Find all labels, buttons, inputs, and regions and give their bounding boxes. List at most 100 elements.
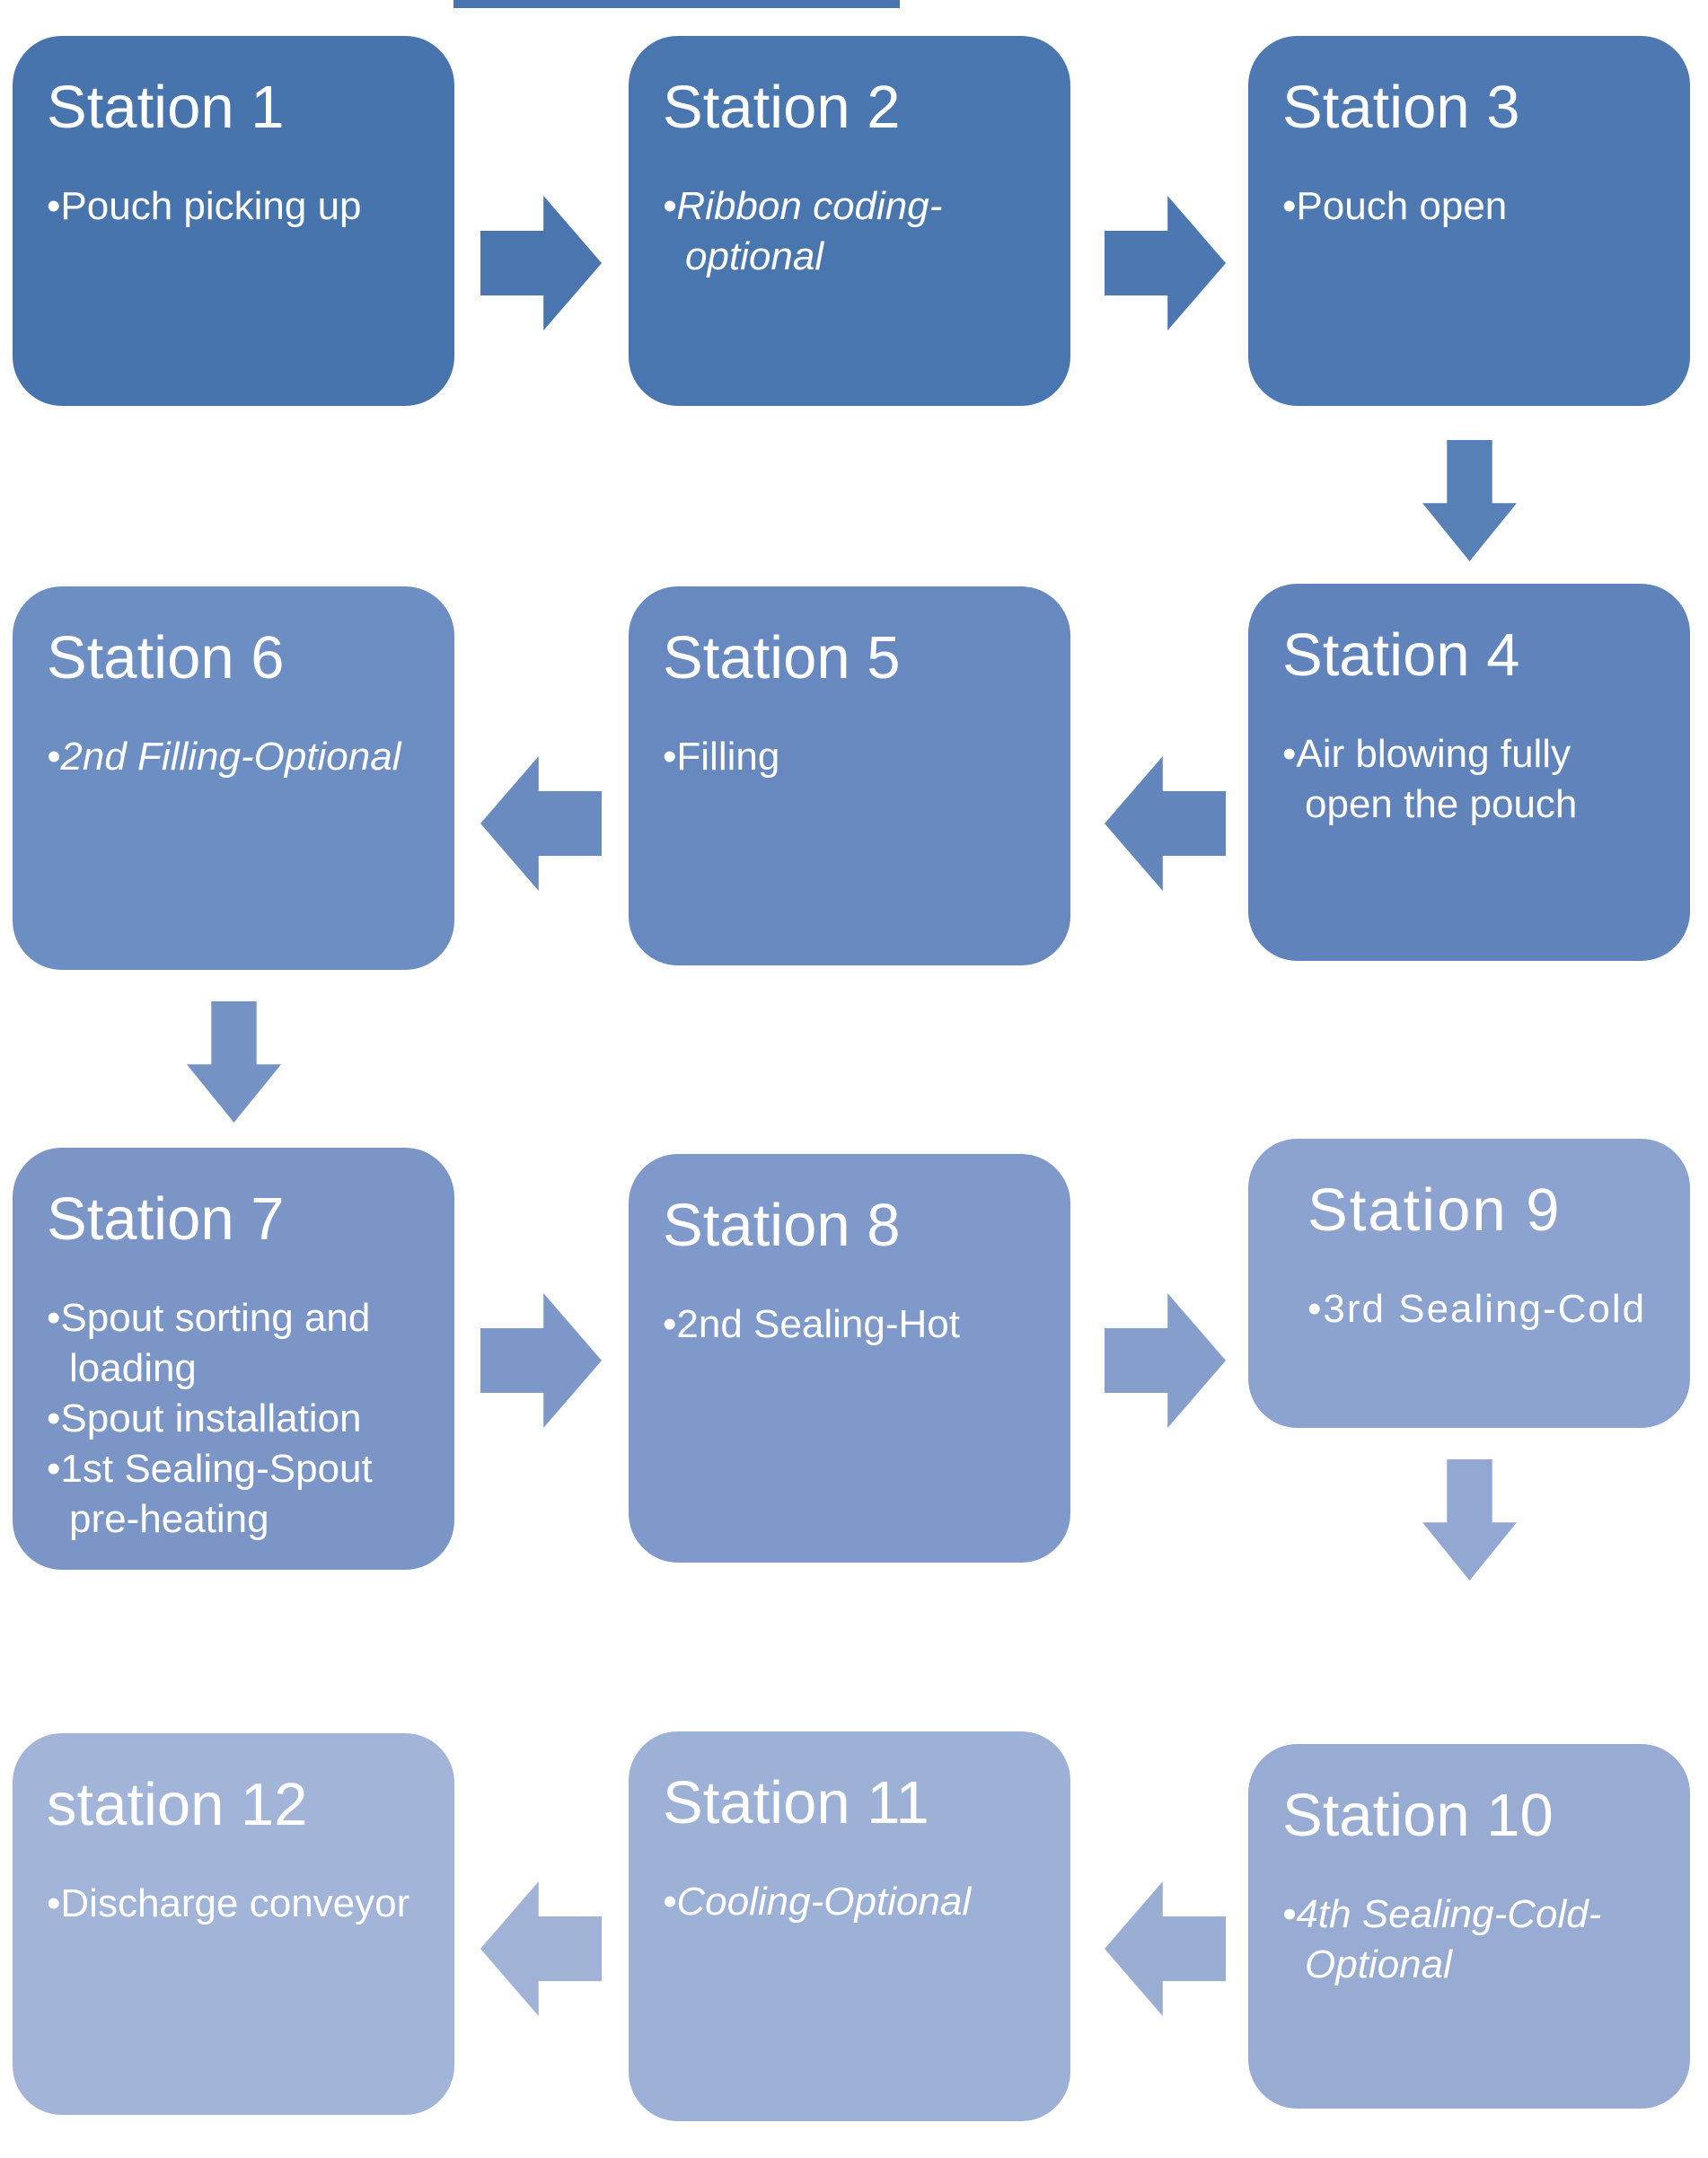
bullet-dot: •	[663, 184, 677, 229]
station-10-box: Station 10 •4th Sealing-Cold-Optional	[1248, 1744, 1690, 2109]
bullet-dot: •	[47, 735, 61, 780]
flow-arrow-11-to-12	[480, 1881, 602, 2016]
bullet-item: •Pouch open	[1282, 181, 1658, 232]
station-9-bullets: •3rd Sealing-Cold	[1307, 1284, 1658, 1334]
station-11-box: Station 11 •Cooling-Optional	[629, 1731, 1070, 2121]
bullet-dot: •	[47, 1396, 61, 1441]
flow-arrow-5-to-6	[480, 756, 602, 891]
station-8-title: Station 8	[663, 1192, 901, 1259]
flow-arrow-8-to-9	[1105, 1293, 1226, 1428]
station-2-bullets: •Ribbon coding-optional	[663, 181, 1038, 282]
bullet-text: Cooling-Optional	[676, 1880, 972, 1925]
bullet-dot: •	[47, 184, 61, 229]
flow-arrow-7-to-8	[480, 1293, 602, 1428]
bullet-text: 2nd Filling-Optional	[60, 735, 401, 780]
bullet-item: •Filling	[663, 732, 1038, 782]
flow-arrow-2-to-3	[1105, 196, 1226, 330]
bullet-dot: •	[1282, 184, 1297, 229]
station-4-title: Station 4	[1282, 621, 1520, 689]
station-4-bullets: •Air blowing fully open the pouch	[1282, 729, 1658, 830]
station-7-bullets: •Spout sorting and loading •Spout instal…	[47, 1293, 422, 1544]
bullet-item: •4th Sealing-Cold-Optional	[1282, 1889, 1658, 1990]
left-arrow-icon	[480, 756, 602, 891]
station-1-title: Station 1	[47, 74, 285, 141]
station-2-box: Station 2 •Ribbon coding-optional	[629, 36, 1070, 406]
bullet-dot: •	[663, 1302, 677, 1347]
bullet-dot: •	[47, 1881, 61, 1926]
flow-arrow-3-to-4	[1422, 440, 1517, 561]
right-arrow-icon	[480, 1293, 602, 1428]
bullet-text: 1st Sealing-Spout pre-heating	[60, 1446, 373, 1541]
bullet-dot: •	[47, 1296, 61, 1341]
station-12-bullets: •Discharge conveyor	[47, 1879, 422, 1929]
left-arrow-icon	[1105, 756, 1226, 891]
bullet-item: •Spout sorting and loading	[47, 1293, 422, 1394]
flow-arrow-1-to-2	[480, 196, 602, 330]
station-3-bullets: •Pouch open	[1282, 181, 1658, 232]
station-11-title: Station 11	[663, 1769, 929, 1837]
bullet-text: Ribbon coding-optional	[676, 184, 943, 279]
bullet-text: Filling	[676, 735, 780, 780]
bullet-dot: •	[1282, 732, 1297, 777]
station-5-bullets: •Filling	[663, 732, 1038, 782]
station-7-box: Station 7 •Spout sorting and loading •Sp…	[13, 1148, 454, 1570]
station-9-title: Station 9	[1307, 1176, 1562, 1244]
left-arrow-icon	[1105, 1881, 1226, 2016]
bullet-item: •Air blowing fully open the pouch	[1282, 729, 1658, 830]
right-arrow-icon	[1105, 1293, 1226, 1428]
bullet-item: •Cooling-Optional	[663, 1877, 1038, 1927]
flow-arrow-10-to-11	[1105, 1881, 1226, 2016]
station-7-title: Station 7	[47, 1185, 285, 1253]
bullet-dot: •	[47, 1446, 61, 1491]
bullet-item: •2nd Sealing-Hot	[663, 1299, 1038, 1350]
cropped-shape-top-edge	[453, 0, 900, 8]
bullet-text: Spout sorting and loading	[60, 1296, 371, 1391]
bullet-item: •Discharge conveyor	[47, 1879, 422, 1929]
station-8-bullets: •2nd Sealing-Hot	[663, 1299, 1038, 1350]
station-6-box: Station 6 •2nd Filling-Optional	[13, 586, 454, 970]
station-4-box: Station 4 •Air blowing fully open the po…	[1248, 584, 1690, 961]
station-3-title: Station 3	[1282, 74, 1520, 141]
bullet-text: 2nd Sealing-Hot	[676, 1302, 960, 1347]
bullet-text: Pouch open	[1296, 184, 1508, 229]
station-10-title: Station 10	[1282, 1782, 1554, 1849]
station-1-box: Station 1 •Pouch picking up	[13, 36, 454, 406]
station-12-title: station 12	[47, 1771, 308, 1838]
right-arrow-icon	[1105, 196, 1226, 330]
bullet-dot: •	[1307, 1287, 1324, 1332]
station-6-bullets: •2nd Filling-Optional	[47, 732, 422, 782]
bullet-item: •2nd Filling-Optional	[47, 732, 422, 782]
left-arrow-icon	[480, 1881, 602, 2016]
down-arrow-icon	[1422, 440, 1517, 561]
bullet-item: •Pouch picking up	[47, 181, 422, 232]
flow-arrow-6-to-7	[187, 1001, 281, 1123]
bullet-text: Pouch picking up	[60, 184, 362, 229]
flow-arrow-4-to-5	[1105, 756, 1226, 891]
station-6-title: Station 6	[47, 624, 285, 691]
bullet-text: Air blowing fully open the pouch	[1296, 732, 1578, 827]
bullet-item: •1st Sealing-Spout pre-heating	[47, 1444, 422, 1545]
station-2-title: Station 2	[663, 74, 901, 141]
station-5-title: Station 5	[663, 624, 901, 691]
bullet-text: Discharge conveyor	[60, 1881, 410, 1926]
right-arrow-icon	[480, 196, 602, 330]
station-8-box: Station 8 •2nd Sealing-Hot	[629, 1154, 1070, 1563]
bullet-dot: •	[663, 735, 677, 780]
station-5-box: Station 5 •Filling	[629, 586, 1070, 965]
bullet-dot: •	[1282, 1892, 1297, 1937]
station-9-box: Station 9 •3rd Sealing-Cold	[1248, 1139, 1690, 1428]
bullet-item: •Ribbon coding-optional	[663, 181, 1038, 282]
station-10-bullets: •4th Sealing-Cold-Optional	[1282, 1889, 1658, 1990]
bullet-text: 4th Sealing-Cold-Optional	[1296, 1892, 1602, 1987]
down-arrow-icon	[1422, 1459, 1517, 1581]
bullet-item: •3rd Sealing-Cold	[1307, 1284, 1658, 1334]
station-1-bullets: •Pouch picking up	[47, 181, 422, 232]
bullet-text: 3rd Sealing-Cold	[1323, 1287, 1647, 1332]
bullet-dot: •	[663, 1880, 677, 1925]
down-arrow-icon	[187, 1001, 281, 1123]
station-11-bullets: •Cooling-Optional	[663, 1877, 1038, 1927]
bullet-item: •Spout installation	[47, 1394, 422, 1444]
station-12-box: station 12 •Discharge conveyor	[13, 1733, 454, 2115]
bullet-text: Spout installation	[60, 1396, 362, 1441]
